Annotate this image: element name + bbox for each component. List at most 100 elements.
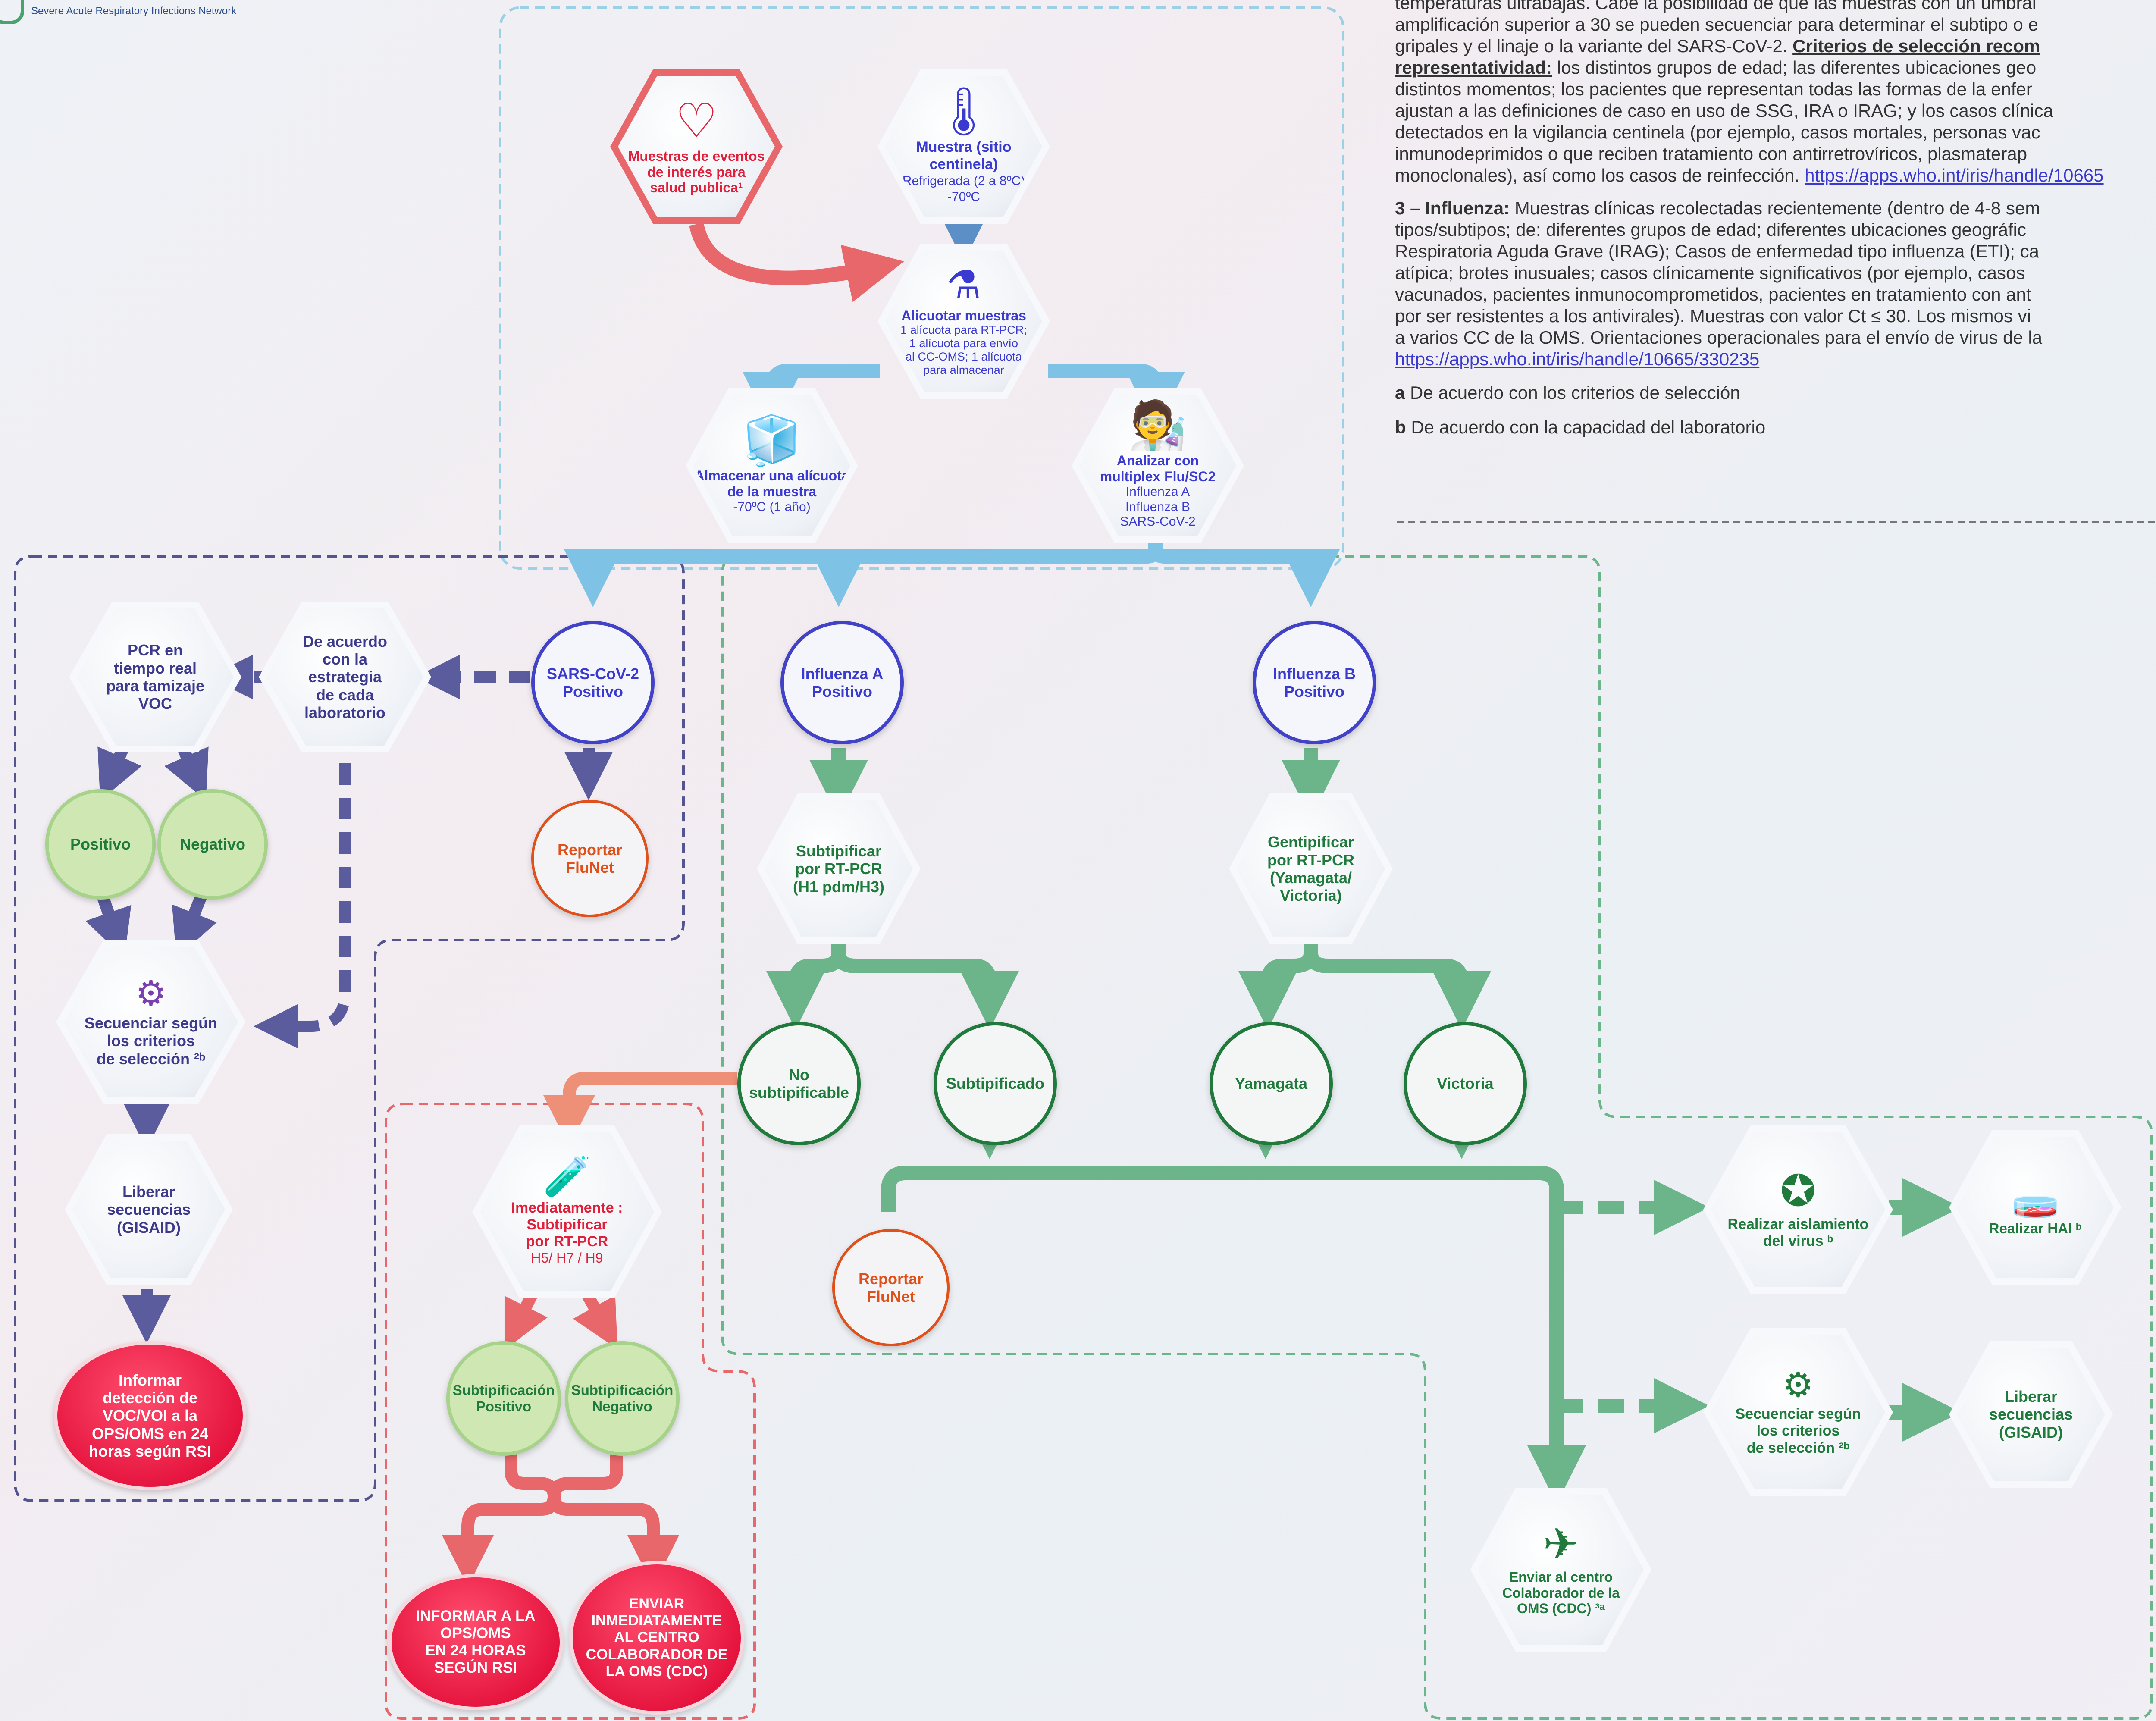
node-sars-positivo: SARS-CoV-2 Positivo bbox=[531, 621, 655, 744]
legend-criteria-line: monoclonales), así como los casos de rei… bbox=[1395, 165, 2156, 186]
node-label-line: del virus ᵇ bbox=[1763, 1233, 1833, 1249]
node-analizar: 🧑‍🔬 Analizar con multiplex Flu/SC2 Influ… bbox=[1072, 388, 1244, 543]
node-label-line: Imediatamente : bbox=[511, 1199, 623, 1216]
legend: temperaturas ultrabajas. Cabe la posibil… bbox=[1395, 0, 2156, 438]
legend-intro-line: gripales y el linaje o la variante del S… bbox=[1395, 35, 2156, 57]
node-label-line: Gentipificar bbox=[1267, 833, 1354, 851]
node-label-line: (Yamagata/ bbox=[1269, 869, 1352, 887]
note-a: a De acuerdo con los criterios de selecc… bbox=[1395, 382, 2156, 404]
node-reportar-flunet-2: Reportar FluNet bbox=[832, 1229, 950, 1346]
node-label-line: AL CENTRO bbox=[614, 1629, 699, 1646]
node-negativo: Negativo bbox=[157, 789, 268, 900]
node-label: Realizar HAI ᵇ bbox=[1989, 1220, 2082, 1237]
node-influenza-a-positivo: Influenza A Positivo bbox=[780, 621, 904, 744]
node-liberar-1: Liberar secuencias (GISAID) bbox=[65, 1134, 233, 1285]
legend-criteria-line: detectados en la vigilancia centinela (p… bbox=[1395, 122, 2040, 142]
node-label-line: (GISAID) bbox=[116, 1218, 181, 1236]
node-label-line: Subtipificar bbox=[526, 1216, 608, 1233]
node-label-line: Secuenciar según bbox=[84, 1014, 218, 1032]
node-label-line: (GISAID) bbox=[1999, 1423, 2063, 1441]
node-label-line: Secuenciar según bbox=[1735, 1406, 1861, 1423]
node-sub-line: Refrigerada (2 a 8ºC) bbox=[902, 173, 1025, 188]
node-label-line: de interés para bbox=[647, 164, 746, 180]
node-title: Muestra (sitio centinela) bbox=[916, 139, 1012, 172]
node-label-line: EN 24 HORAS bbox=[425, 1642, 526, 1659]
note-b-key: b bbox=[1395, 417, 1406, 437]
node-label-line: detección de bbox=[102, 1389, 198, 1407]
node-reportar-flunet-1: Reportar FluNet bbox=[531, 800, 649, 917]
node-label-line: Influenza B bbox=[1272, 665, 1356, 683]
sequencer-icon: ⚙ bbox=[1783, 1366, 1814, 1404]
legend-criteria-line: inmunodeprimidos o que reciben tratamien… bbox=[1395, 144, 2028, 164]
node-enviar-cdc: ENVIAR INMEDIATAMENTE AL CENTRO COLABORA… bbox=[569, 1561, 744, 1715]
node-label-line: Reportar bbox=[858, 1270, 924, 1288]
node-label-line: Reportar bbox=[557, 840, 623, 859]
node-label-line: COLABORADOR DE bbox=[586, 1646, 728, 1663]
node-label-line: Realizar aislamiento bbox=[1727, 1216, 1869, 1232]
legend-intro-line: amplificación superior a 30 se pueden se… bbox=[1395, 14, 2038, 34]
node-label-line: de la muestra bbox=[727, 484, 817, 499]
influenza-label: 3 – Influenza: bbox=[1395, 198, 1510, 218]
legend-intro: temperaturas ultrabajas. Cabe la posibil… bbox=[1395, 0, 2156, 186]
node-liberar-2: Liberar secuencias (GISAID) bbox=[1949, 1341, 2113, 1488]
node-label-line: multiplex Flu/SC2 bbox=[1100, 469, 1216, 485]
test-tube-hand-icon: 🧪 bbox=[542, 1155, 592, 1198]
node-label-line: SEGÚN RSI bbox=[434, 1659, 517, 1677]
legend-influenza-line: por ser resistentes a los antivirales). … bbox=[1395, 306, 2031, 326]
node-sub-line: al CC-OMS; 1 alícuota bbox=[905, 350, 1022, 364]
node-label-line: Subtipificar bbox=[796, 842, 881, 860]
node-label-line: FluNet bbox=[867, 1288, 915, 1305]
node-no-subtipificable: No subtipificable bbox=[737, 1022, 861, 1145]
node-label-line: FluNet bbox=[566, 859, 614, 876]
node-label-line: secuencias bbox=[1989, 1405, 2073, 1423]
node-label-line: estrategia bbox=[308, 668, 382, 686]
node-label-line: VOC bbox=[138, 695, 172, 713]
node-label-line: Liberar bbox=[2004, 1387, 2058, 1405]
node-label-line: los criterios bbox=[1756, 1423, 1840, 1439]
sequencer-icon: ⚙ bbox=[135, 974, 166, 1013]
note-b: b De acuerdo con la capacidad del labora… bbox=[1395, 417, 2156, 438]
node-label-line: Influenza A bbox=[801, 665, 884, 683]
node-label-line: VOC/VOI a la bbox=[102, 1407, 198, 1425]
node-label-line: de selección ²ᵇ bbox=[1746, 1439, 1850, 1456]
virus-check-icon: ✪ bbox=[1780, 1166, 1816, 1215]
node-yamagata: Yamagata bbox=[1210, 1022, 1333, 1145]
node-label-line: salud publica¹ bbox=[650, 180, 743, 196]
criteria-link[interactable]: https://apps.who.int/iris/handle/10665 bbox=[1805, 165, 2104, 185]
node-label-line: INMEDIATAMENTE bbox=[591, 1612, 722, 1629]
node-sub-line: -70ºC (1 año) bbox=[733, 499, 811, 514]
node-subtipificacion-positivo: Subtipificación Positivo bbox=[446, 1341, 561, 1456]
legend-influenza-line: tipos/subtipos; de: diferentes grupos de… bbox=[1395, 219, 2026, 240]
node-label: Positivo bbox=[70, 835, 131, 853]
node-sub-line: para almacenar bbox=[923, 364, 1004, 377]
influenza-link[interactable]: https://apps.who.int/iris/handle/10665/3… bbox=[1395, 349, 1760, 369]
node-label-line: SARS-CoV-2 bbox=[546, 665, 639, 683]
node-label-line: Negativo bbox=[592, 1398, 652, 1414]
node-label-line: Colaborador de la bbox=[1502, 1585, 1620, 1601]
node-de-acuerdo: De acuerdo con la estrategia de cada lab… bbox=[259, 602, 431, 752]
airplane-icon: ✈ bbox=[1543, 1520, 1579, 1568]
node-label-line: Informar bbox=[118, 1371, 182, 1389]
logo-mark bbox=[0, 0, 24, 24]
node-label-line: Subtipificación bbox=[452, 1382, 555, 1398]
node-label-line: Victoria) bbox=[1280, 887, 1342, 905]
node-label-line: Muestras de eventos bbox=[628, 148, 765, 164]
node-label-line: OPS/OMS bbox=[440, 1624, 511, 1642]
node-label-line: de cada bbox=[316, 686, 374, 704]
legend-influenza-line: atípica; brotes inusuales; casos clínica… bbox=[1395, 263, 2025, 283]
hai-tube-icon: 🧫 bbox=[2011, 1176, 2060, 1219]
node-label-line: secuencias bbox=[107, 1201, 191, 1219]
influenza-text: Muestras clínicas recolectadas recientem… bbox=[1514, 198, 2040, 218]
node-label-line: de selección ²ᵇ bbox=[96, 1050, 206, 1068]
node-sub-line: Influenza A bbox=[1125, 485, 1190, 499]
node-label-line: (H1 pdm/H3) bbox=[793, 878, 884, 896]
node-sub-line: Influenza B bbox=[1125, 499, 1191, 514]
node-alicuotar: ⚗ Alicuotar muestras 1 alícuota para RT-… bbox=[877, 244, 1050, 399]
node-label-line: ENVIAR bbox=[629, 1596, 685, 1612]
node-sub-line: H5/ H7 / H9 bbox=[531, 1250, 603, 1266]
node-label-line: por RT-PCR bbox=[526, 1233, 608, 1250]
node-label-line: LA OMS (CDC) bbox=[605, 1663, 708, 1680]
node-informar-ops: INFORMAR A LA OPS/OMS EN 24 HORAS SEGÚN … bbox=[388, 1574, 563, 1710]
node-label-line: Liberar bbox=[122, 1182, 175, 1201]
note-a-key: a bbox=[1395, 382, 1405, 403]
